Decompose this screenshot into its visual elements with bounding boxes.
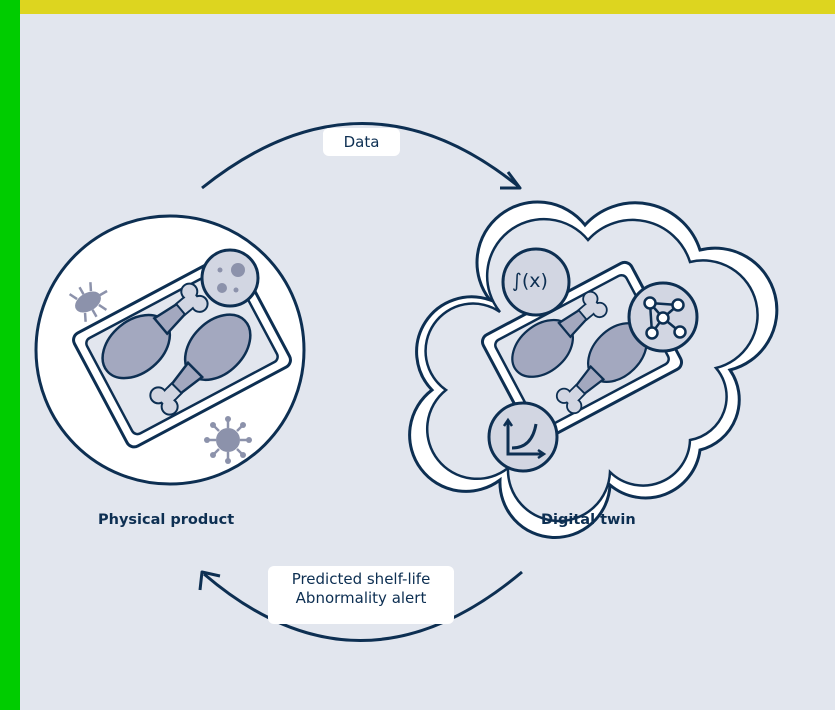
feedback-line-abnormality: Abnormality alert [295,589,427,607]
feedback-label: Predicted shelf-life Abnormality alert [268,566,454,624]
virus-icon [204,416,252,464]
function-icon-circle [501,247,571,317]
petri-dish-icon [200,248,260,308]
feedback-arrow [203,570,523,642]
top-accent-bar [0,0,835,14]
data-flow-label: Data [323,128,400,156]
digital-twin-caption: Digital twin [541,512,636,528]
physical-product-caption: Physical product [98,512,235,528]
network-graph-icon [627,281,699,353]
growth-curve-chart-icon [487,401,559,473]
left-accent-bar [0,0,20,710]
bacteria-icon [68,282,108,322]
feedback-arrowhead [198,570,221,591]
function-icon: ∫(x) [512,270,548,292]
data-flow-arrowhead [500,171,522,190]
data-flow-arrow [201,122,519,190]
feedback-line-shelf-life: Predicted shelf-life [291,570,431,588]
